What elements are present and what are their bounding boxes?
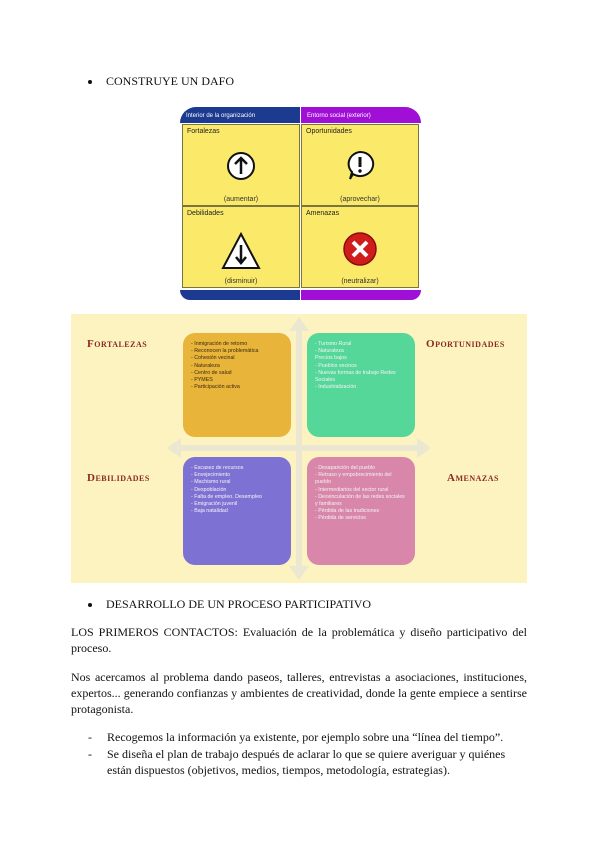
- list-item: - Participación activa: [191, 384, 240, 391]
- cell-amenazas: Amenazas (neutralizar): [301, 206, 419, 288]
- list-item: - Recogemos la información ya existente,…: [88, 729, 528, 745]
- list-item: Precios bajos: [315, 355, 347, 362]
- cell-action: (neutralizar): [341, 278, 379, 285]
- list-item: - Naturaleza: [315, 348, 344, 355]
- list-item: - Escasez de recursos: [191, 465, 244, 471]
- list-item: - Reconocen la problemática: [191, 348, 259, 355]
- list-item: - Baja natalidad: [191, 508, 228, 515]
- list-item: - Cohesión vecinal: [191, 355, 235, 362]
- cell-action: (disminuir): [224, 278, 258, 285]
- cell-fortalezas: Fortalezas (aumentar): [182, 124, 300, 206]
- bullet-dot: [88, 602, 92, 607]
- dafo-basic-diagram: Interior de la organización Entorno soci…: [180, 107, 421, 300]
- box-amenazas: - Desaparición del pueblo - Retraso y em…: [307, 457, 415, 565]
- exclamation-bubble-icon: [347, 150, 375, 180]
- dash-marker: -: [88, 747, 92, 761]
- cell-action: (aprovechar): [340, 196, 380, 203]
- list-item-text: Recogemos la información ya existente, p…: [107, 730, 504, 744]
- list-item: - Retraso y empobrecimiento del pueblo: [315, 472, 392, 486]
- list-item: - Se diseña el plan de trabajo después d…: [88, 746, 528, 778]
- interior-header: Interior de la organización: [180, 107, 300, 123]
- box-fortalezas: - Inmigración de retorno - Reconocen la …: [183, 333, 291, 437]
- exterior-header: Entorno social (exterior): [301, 107, 421, 123]
- paragraph-primeros-contactos: LOS PRIMEROS CONTACTOS: Evaluación de la…: [71, 625, 527, 655]
- label-debilidades: DEBILIDADES: [87, 472, 150, 484]
- list-item: - Pueblos vecinos: [315, 362, 357, 369]
- list-item: - Pérdida de las tradiciones: [315, 508, 380, 515]
- cell-title: Oportunidades: [306, 128, 352, 135]
- list-item: - Pérdida de servicios: [315, 515, 366, 522]
- label-oportunidades: OPORTUNIDADES: [426, 338, 505, 350]
- label-amenazas: AMENAZAS: [447, 472, 499, 484]
- list-item: - Naturaleza: [191, 362, 220, 369]
- list-item: - Desvinculación de las redes sociales y…: [315, 493, 405, 508]
- cross-arrows-icon: [167, 317, 431, 580]
- cell-action: (aumentar): [223, 196, 259, 203]
- list-item: - Emigración juvenil: [191, 501, 238, 508]
- cell-oportunidades: Oportunidades (aprovechar): [301, 124, 419, 206]
- cell-debilidades: Debilidades (disminuir): [182, 206, 300, 288]
- arrow-up-circle-icon: [227, 152, 255, 180]
- dafo-detailed-diagram: FORTALEZAS OPORTUNIDADES DEBILIDADES AME…: [71, 314, 527, 583]
- list-item: - Intermediarios del sector rural: [315, 486, 389, 493]
- paragraph-acercamiento: Nos acercamos al problema dando paseos, …: [71, 670, 527, 716]
- list-item: - Inmigración de retorno: [191, 341, 248, 347]
- heading-desarrollo: DESARROLLO DE UN PROCESO PARTICIPATIVO: [106, 597, 372, 611]
- list-item: - PYMES: [191, 377, 213, 384]
- bullet-construye: CONSTRUYE UN DAFO: [88, 74, 234, 89]
- arrow-down-triangle-icon: [221, 231, 261, 269]
- cell-title: Amenazas: [306, 210, 340, 217]
- red-x-circle-icon: [343, 232, 377, 266]
- dash-marker: -: [88, 730, 92, 744]
- label-fortalezas: FORTALEZAS: [87, 338, 148, 350]
- cell-title: Fortalezas: [187, 128, 220, 135]
- box-debilidades: - Escasez de recursos - Envejecimiento -…: [183, 457, 291, 565]
- list-item-text: Se diseña el plan de trabajo después de …: [107, 747, 506, 777]
- list-item: - Falta de empleo. Desempleo: [191, 493, 262, 500]
- list-item: - Turismo Rural: [315, 341, 352, 347]
- bullet-desarrollo: DESARROLLO DE UN PROCESO PARTICIPATIVO: [88, 597, 371, 612]
- exterior-footer: [301, 290, 421, 300]
- list-item: - Machismo rural: [191, 479, 231, 486]
- list-item: - Nuevas formas de trabajo Redes Sociale…: [315, 369, 396, 384]
- cell-title: Debilidades: [187, 210, 224, 217]
- bullet-dot: [88, 79, 92, 84]
- list-item: - Centro de salud: [191, 369, 232, 376]
- list-item: - Desaparición del pueblo: [315, 465, 376, 471]
- heading-construye-dafo: CONSTRUYE UN DAFO: [106, 74, 235, 88]
- list-item: - Envejecimiento: [191, 472, 231, 479]
- list-item: - Despoblación: [191, 486, 227, 493]
- list-item: - Industrialización: [315, 384, 357, 391]
- box-oportunidades: - Turismo Rural - Naturaleza Precios baj…: [307, 333, 415, 437]
- interior-footer: [180, 290, 300, 300]
